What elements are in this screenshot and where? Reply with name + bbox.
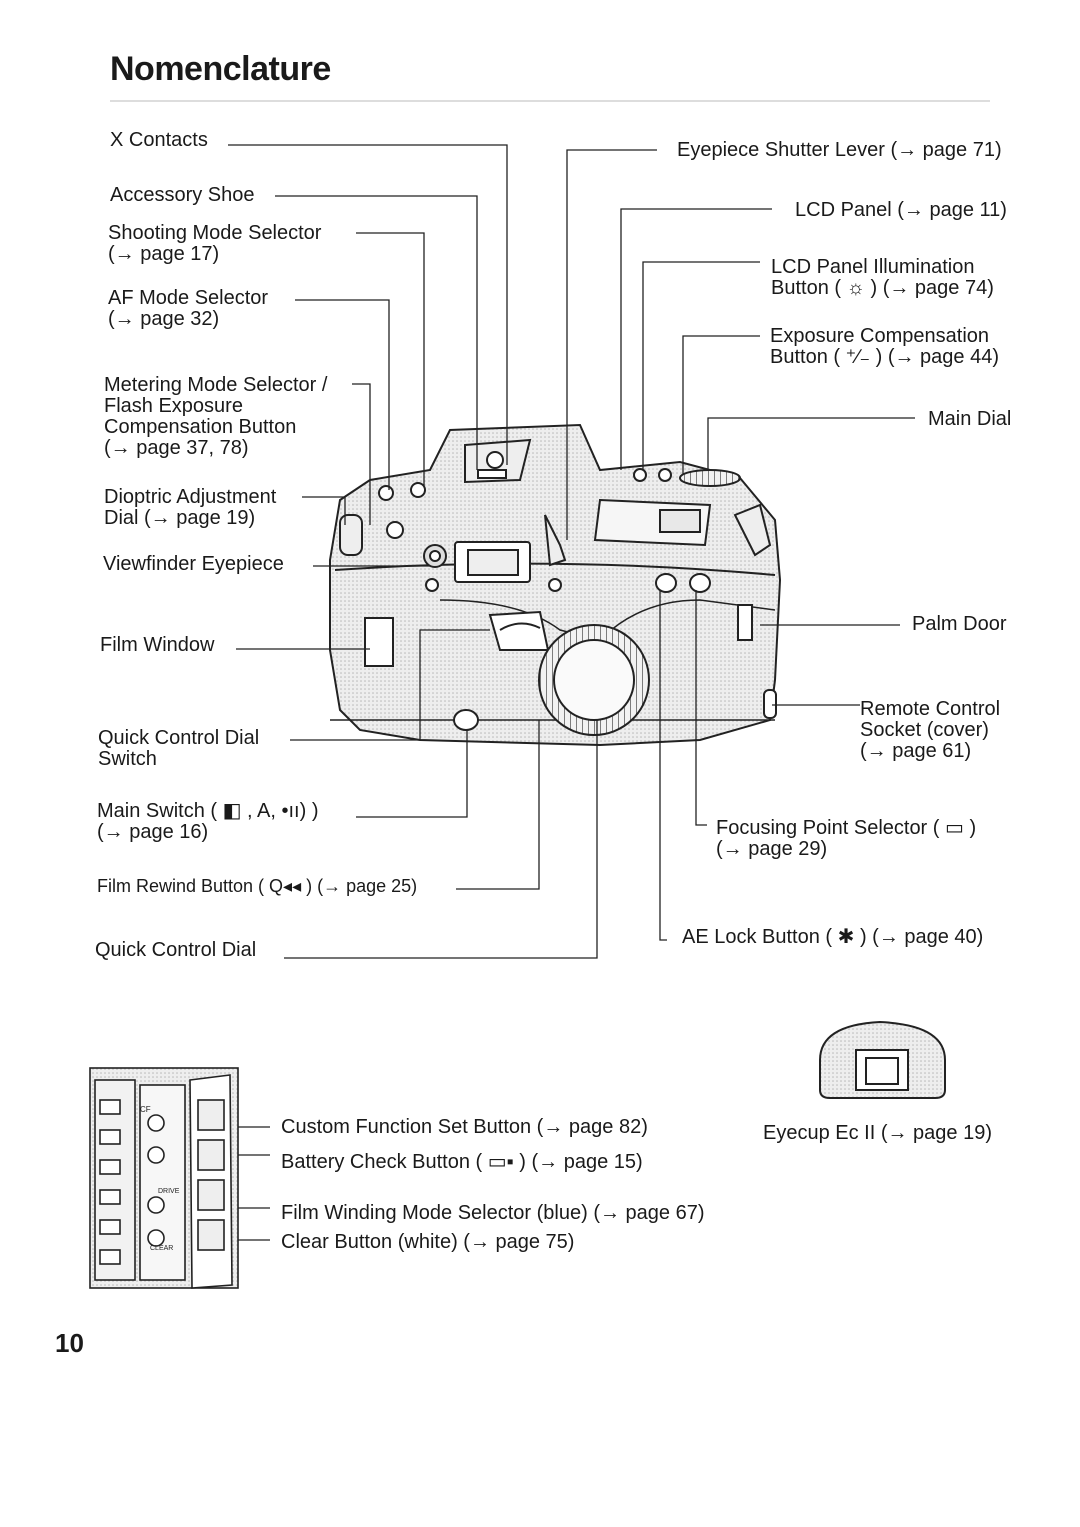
label-main-dial: Main Dial xyxy=(928,408,1012,430)
main-dial-graphic xyxy=(679,469,772,557)
label-lcd-panel: LCD Panel (→ page 11) xyxy=(795,199,1007,221)
label-film-winding: Film Winding Mode Selector (blue) (→ pag… xyxy=(281,1202,705,1224)
side-panel-illustration xyxy=(89,1067,239,1289)
label-af-mode-selector-ref: (→ page 32) xyxy=(108,308,220,330)
label-focusing-point-ref: (→ page 29) xyxy=(716,838,828,860)
label-qcd-switch-1: Quick Control Dial xyxy=(98,727,260,749)
label-palm-door: Palm Door xyxy=(912,613,1007,635)
label-eyepiece-shutter-lever: Eyepiece Shutter Lever (→ page 71) xyxy=(677,139,1002,161)
label-viewfinder-eyepiece: Viewfinder Eyepiece xyxy=(103,553,284,575)
panel-drive-text: DRIVE xyxy=(158,1188,180,1195)
label-x-contacts: X Contacts xyxy=(110,129,208,151)
film-window-graphic xyxy=(364,617,394,667)
label-dioptric-1: Dioptric Adjustment xyxy=(104,486,277,508)
remote-socket-graphic xyxy=(763,689,777,719)
label-metering-mode-ref: (→ page 37, 78) xyxy=(104,437,249,459)
label-clear-button: Clear Button (white) (→ page 75) xyxy=(281,1231,575,1253)
label-shooting-mode-selector-ref: (→ page 17) xyxy=(108,243,220,265)
palm-door-graphic xyxy=(737,604,753,641)
label-metering-mode-3: Compensation Button xyxy=(104,416,297,438)
label-custom-function: Custom Function Set Button (→ page 82) xyxy=(281,1116,648,1138)
title-rule xyxy=(110,100,990,102)
label-remote-2: Socket (cover) xyxy=(860,719,989,741)
label-focusing-point-selector: Focusing Point Selector ( ▭ ) xyxy=(716,817,977,839)
quick-control-dial-graphic xyxy=(538,624,650,736)
panel-clear-text: CLEAR xyxy=(150,1245,173,1252)
label-ae-lock-button: AE Lock Button ( ✱ ) (→ page 40) xyxy=(682,926,984,948)
panel-cf-text: CF xyxy=(140,1105,151,1114)
label-metering-mode-1: Metering Mode Selector / xyxy=(104,374,328,396)
label-lcd-illumination-2: Button ( ☼ ) (→ page 74) xyxy=(771,277,994,299)
label-main-switch: Main Switch ( ◧ , A, •ıı) ) xyxy=(97,800,319,822)
viewfinder-graphic xyxy=(423,541,562,592)
qcd-switch-graphic xyxy=(453,610,550,731)
label-remote-1: Remote Control xyxy=(860,698,1001,720)
label-exposure-comp-2: Button ( ⁺∕₋ ) (→ page 44) xyxy=(770,346,999,368)
rear-buttons-graphic xyxy=(655,573,711,593)
page-title: Nomenclature xyxy=(110,50,331,88)
label-film-window: Film Window xyxy=(100,634,215,656)
lcd-panel-graphic xyxy=(593,468,712,547)
label-metering-mode-2: Flash Exposure xyxy=(104,395,243,417)
label-qcd-switch-2: Switch xyxy=(98,748,157,770)
label-accessory-shoe: Accessory Shoe xyxy=(110,184,255,206)
label-battery-check: Battery Check Button ( ▭▪ ) (→ page 15) xyxy=(281,1151,643,1173)
label-main-switch-ref: (→ page 16) xyxy=(97,821,209,843)
label-dioptric-2: Dial (→ page 19) xyxy=(104,507,256,529)
label-af-mode-selector: AF Mode Selector xyxy=(108,287,269,309)
label-quick-control-dial: Quick Control Dial xyxy=(95,939,257,961)
label-eyecup: Eyecup Ec II (→ page 19) xyxy=(763,1122,993,1144)
accessory-shoe-graphic xyxy=(464,438,532,484)
eyecup-illustration xyxy=(819,1020,946,1099)
label-shooting-mode-selector: Shooting Mode Selector xyxy=(108,222,322,244)
label-film-rewind: Film Rewind Button ( Q◂◂ ) (→ page 25) xyxy=(97,876,418,896)
label-lcd-illumination-1: LCD Panel Illumination xyxy=(771,256,975,278)
page-number: 10 xyxy=(55,1328,84,1358)
label-exposure-comp-1: Exposure Compensation xyxy=(770,325,990,347)
label-remote-ref: (→ page 61) xyxy=(860,740,972,762)
